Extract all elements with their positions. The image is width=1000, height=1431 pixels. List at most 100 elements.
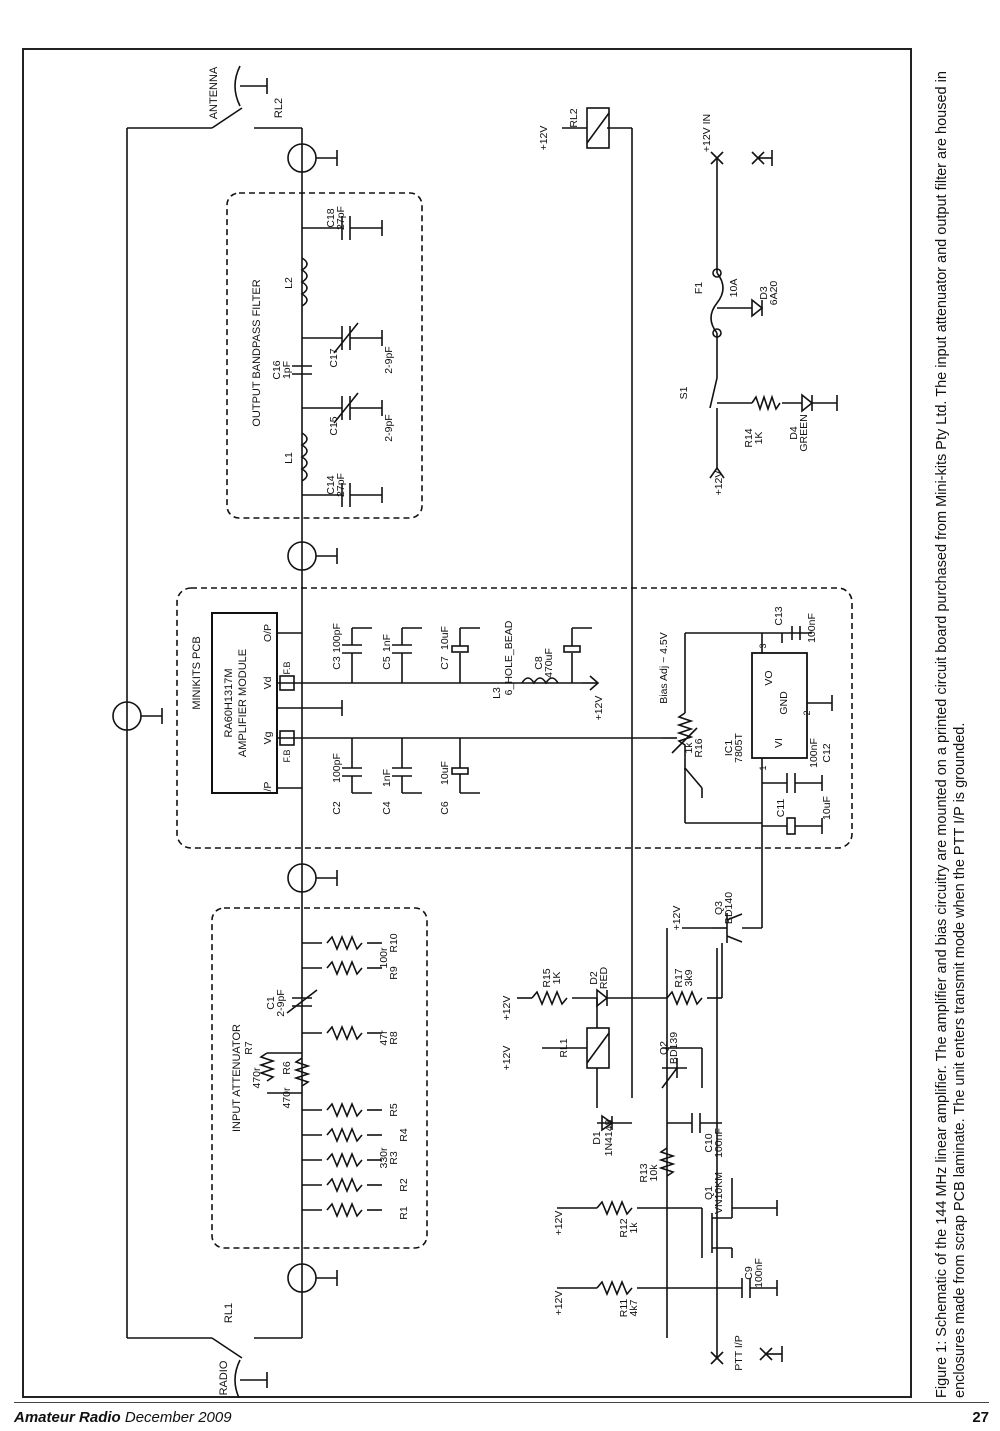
rl1-label: RL1 bbox=[223, 1303, 235, 1323]
rl1-coil-label: RL1 bbox=[558, 1038, 570, 1057]
r4-label: R4 bbox=[398, 1128, 410, 1142]
c3-label: C3 bbox=[331, 656, 343, 670]
vg-decoupling bbox=[342, 738, 480, 794]
minikits-title: MINIKITS PCB bbox=[191, 636, 203, 709]
fb-vg-label: F.B bbox=[282, 749, 292, 762]
c11-value: 10uF bbox=[821, 796, 833, 820]
footer-title: Amateur Radio December 2009 bbox=[14, 1409, 232, 1426]
c8-value: 470uF bbox=[543, 648, 555, 678]
footer-issue: December 2009 bbox=[124, 1409, 232, 1426]
c6-label: C6 bbox=[439, 801, 451, 815]
c6-value: 10uF bbox=[439, 761, 451, 785]
ic-pin1: 1 bbox=[758, 765, 768, 770]
r12-supply-label: +12V bbox=[553, 1211, 565, 1236]
c17-label: C17 bbox=[328, 348, 340, 367]
minikits-box bbox=[176, 587, 853, 849]
d2-value: RED bbox=[598, 966, 610, 989]
r7-value: 470r bbox=[251, 1067, 263, 1089]
c9-value: 100nF bbox=[753, 1258, 765, 1288]
ptt-input bbox=[710, 150, 783, 1365]
c7-label: C7 bbox=[439, 656, 451, 670]
d1-value: 1N4148 bbox=[603, 1119, 615, 1156]
c16-value: 1pF bbox=[281, 361, 293, 379]
c13-value: 100nF bbox=[806, 613, 818, 643]
c15-label: C15 bbox=[328, 416, 340, 435]
figure-caption: Figure 1: Schematic of the 144 MHz linea… bbox=[934, 71, 968, 1398]
r8-label: R8 bbox=[388, 1031, 400, 1045]
rl2-supply-label: +12V bbox=[538, 126, 550, 151]
c5-value: 1nF bbox=[381, 634, 393, 652]
c14-value: 27pF bbox=[335, 473, 347, 497]
ic-vi-label: VI bbox=[773, 738, 785, 748]
antenna-label: ANTENNA bbox=[208, 66, 220, 119]
rl2-label: RL2 bbox=[273, 98, 285, 118]
c5-label: C5 bbox=[381, 656, 393, 670]
r15-supply-label: +12V bbox=[501, 996, 513, 1021]
rl2-coil-label: RL2 bbox=[568, 108, 580, 127]
bias-regulator bbox=[662, 626, 833, 835]
antenna-jack bbox=[211, 65, 268, 129]
c4-label: C4 bbox=[381, 801, 393, 815]
c18-value: 27pF bbox=[335, 206, 347, 230]
c8-label: C8 bbox=[533, 656, 545, 670]
rl1-coil bbox=[542, 998, 610, 1108]
r9-label: R9 bbox=[388, 966, 400, 980]
main-wires bbox=[126, 127, 812, 1339]
l1-label: L1 bbox=[283, 452, 295, 464]
r15-label: R15 bbox=[541, 968, 553, 987]
c12-label: C12 bbox=[821, 743, 833, 762]
pin-vd-label: Vd bbox=[262, 676, 274, 689]
output-filter-title: OUTPUT BANDPASS FILTER bbox=[251, 279, 263, 426]
switch-out-label: +12V bbox=[713, 471, 725, 496]
schematic-diagram: ANTENNA RADIO RL2 RL1 bbox=[112, 65, 853, 1398]
r17-value: 3k9 bbox=[683, 969, 695, 986]
r7-label: R7 bbox=[243, 1041, 255, 1055]
r11-supply-label: +12V bbox=[553, 1291, 565, 1316]
r14-value: 1K bbox=[753, 432, 765, 445]
pin-vg-label: Vg bbox=[262, 731, 274, 744]
input-attenuator-title: INPUT ATTENUATOR bbox=[231, 1024, 243, 1132]
r10-label: R10 bbox=[388, 933, 400, 952]
r11-label: R11 bbox=[618, 1299, 630, 1318]
f1-label: F1 bbox=[693, 282, 705, 294]
page-footer: Amateur Radio December 2009 27 bbox=[14, 1402, 989, 1429]
q3-supply-label: +12V bbox=[671, 906, 683, 931]
output-filter-box bbox=[226, 192, 423, 519]
radio-jack bbox=[211, 1337, 268, 1398]
page-number: 27 bbox=[972, 1409, 989, 1426]
ic-pin3: 3 bbox=[758, 643, 768, 648]
c12-value: 100nF bbox=[808, 738, 820, 768]
c4-value: 1nF bbox=[381, 769, 393, 787]
c16-label: C16 bbox=[271, 360, 283, 379]
r13-value: 10k bbox=[648, 1164, 660, 1182]
c2-label: C2 bbox=[331, 801, 343, 815]
r3-value: 330r bbox=[378, 1147, 390, 1169]
q2-label: Q2 bbox=[658, 1041, 670, 1055]
r12-label: R12 bbox=[618, 1218, 630, 1237]
d4-label: D4 bbox=[788, 426, 800, 440]
vd-decoupling bbox=[342, 627, 600, 691]
footer-magazine: Amateur Radio bbox=[14, 1409, 121, 1426]
module-name: AMPLIFIER MODULE bbox=[237, 649, 249, 757]
r3-label: R3 bbox=[388, 1151, 400, 1165]
schematic-frame bbox=[22, 48, 912, 1398]
control-circuit bbox=[517, 913, 778, 1298]
r6-value: 470r bbox=[281, 1087, 293, 1109]
bias-adj-label: Bias Adj ~ 4.5V bbox=[658, 632, 670, 704]
pin-op-label: O/P bbox=[262, 624, 274, 642]
c9-label: C9 bbox=[743, 1266, 755, 1280]
module-part: RA60H1317M bbox=[223, 668, 235, 737]
c7-value: 10uF bbox=[439, 626, 451, 650]
ptt-label: PTT I/P bbox=[733, 1335, 745, 1370]
r11-value: 4k7 bbox=[628, 1299, 640, 1316]
r15-value: 1K bbox=[551, 972, 563, 985]
c10-label: C10 bbox=[703, 1133, 715, 1152]
r16-value: 1k bbox=[683, 742, 695, 754]
r12-value: 1k bbox=[628, 1222, 640, 1234]
rl2-coil bbox=[562, 107, 610, 149]
r6-label: R6 bbox=[281, 1061, 293, 1075]
l2-label: L2 bbox=[283, 277, 295, 289]
c18-label: C18 bbox=[325, 208, 337, 227]
r14-label: R14 bbox=[743, 428, 755, 447]
component-labels: OUTPUT BANDPASS FILTER INPUT ATTENUATOR … bbox=[191, 108, 833, 1370]
